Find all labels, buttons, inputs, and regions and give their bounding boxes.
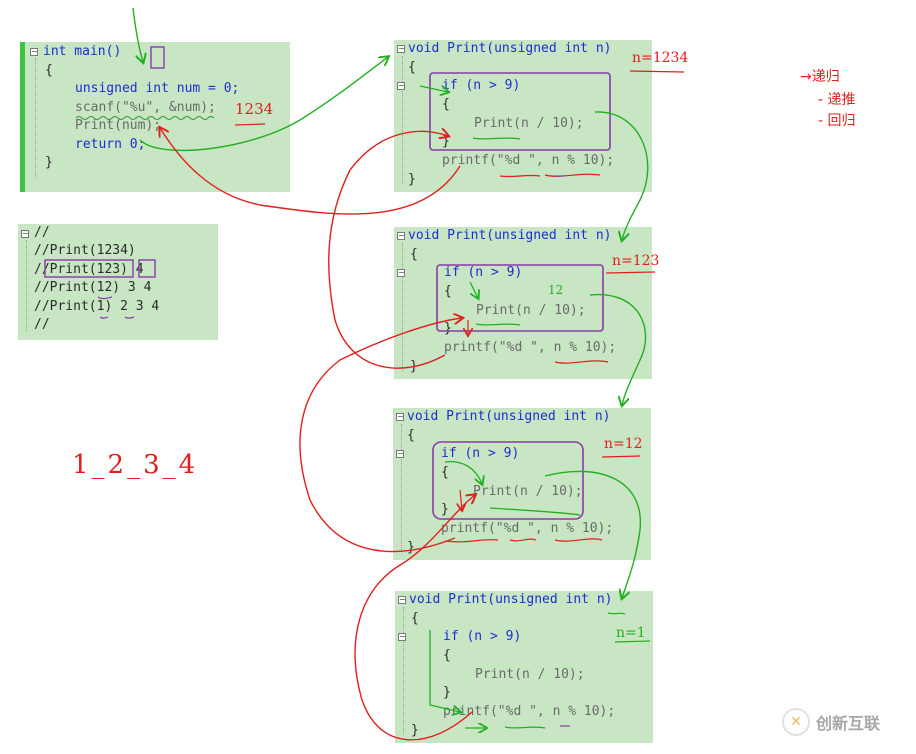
fold-toggle-icon[interactable]: −	[398, 632, 406, 641]
code-line: Print(n / 10);	[474, 116, 584, 131]
call-arrow	[489, 507, 581, 516]
call-arrow	[469, 281, 478, 298]
indent-guide	[402, 243, 403, 371]
code-line: }	[45, 155, 53, 170]
indent-guide	[401, 424, 402, 552]
code-line: }	[442, 134, 450, 149]
return-arrow	[160, 128, 461, 215]
code-line: {	[411, 611, 419, 626]
comment-line: //Print(12) 3 4	[34, 280, 152, 295]
code-line: }	[443, 685, 451, 700]
frame-header: void Print(unsigned int n)	[409, 592, 613, 607]
main-code-panel: − int main() { unsigned int num = 0; sca…	[20, 42, 290, 192]
call-trace-comment-panel: − // //Print(1234) //Print(123) 4 //Prin…	[18, 224, 218, 340]
code-line: if (n > 9)	[444, 265, 523, 280]
fold-toggle-icon[interactable]: −	[21, 229, 29, 238]
code-line: printf("%d ", n % 10);	[444, 340, 617, 355]
highlight-box	[138, 259, 156, 278]
code-line: }	[411, 723, 419, 738]
return-arrow	[328, 131, 448, 369]
fold-toggle-icon[interactable]: −	[30, 47, 38, 56]
fold-toggle-icon[interactable]: −	[398, 595, 406, 604]
comment-line: //Print(1) 2 3 4	[34, 299, 160, 314]
indent-guide	[403, 607, 404, 735]
watermark-text: 创新互联	[816, 714, 881, 733]
code-line: Print(n / 10);	[476, 303, 586, 318]
code-line: }	[444, 321, 452, 336]
call-arrow	[419, 86, 448, 92]
legend-return: - 回归	[818, 113, 856, 129]
comment-line: //	[34, 317, 50, 332]
frame-header: void Print(unsigned int n)	[408, 41, 612, 56]
output-digits-note: 1_2_3_4	[72, 450, 199, 480]
input-value-note: 1234	[235, 100, 274, 118]
frame-header: void Print(unsigned int n)	[408, 228, 612, 243]
frame-header: void Print(unsigned int n)	[407, 409, 611, 424]
code-line: }	[407, 540, 415, 555]
code-line: }	[441, 502, 449, 517]
frame-2-n-note: n=123	[612, 253, 660, 269]
call-arrow	[589, 293, 647, 405]
code-line: {	[45, 63, 53, 78]
call-arrow	[594, 111, 649, 240]
fold-toggle-icon[interactable]: −	[396, 449, 404, 458]
legend-recursion: →递归	[800, 69, 840, 85]
print-frame-1: − − void Print(unsigned int n) { if (n >…	[394, 40, 652, 192]
if-block-box	[429, 72, 611, 151]
code-line: Print(n / 10);	[475, 667, 585, 682]
code-line: {	[443, 648, 451, 663]
frame-1-n-note: n=1234	[632, 50, 689, 66]
fold-toggle-icon[interactable]: −	[396, 412, 404, 421]
code-line: {	[410, 247, 418, 262]
code-line: Print(num);	[75, 118, 162, 133]
code-line: {	[442, 97, 450, 112]
code-line: if (n > 9)	[443, 629, 522, 644]
if-block-box	[436, 264, 604, 332]
code-line: scanf("%u", &num);	[75, 100, 216, 115]
print-frame-4: − − void Print(unsigned int n) { if (n >…	[395, 591, 653, 743]
code-line: }	[408, 172, 416, 187]
fold-toggle-icon[interactable]: −	[397, 81, 405, 90]
indent-guide	[402, 56, 403, 184]
code-line: unsigned int num = 0;	[75, 81, 240, 96]
code-line: Print(n / 10);	[473, 484, 583, 499]
fold-toggle-icon[interactable]: −	[397, 231, 405, 240]
watermark-logo-icon: ✕	[782, 708, 810, 736]
return-arrow	[354, 495, 475, 741]
return-arrow	[460, 489, 462, 510]
call-arrow	[132, 7, 143, 62]
call-arrow	[429, 630, 460, 712]
frame-3-n-note: n=12	[604, 436, 643, 452]
quotient-note: 12	[548, 283, 564, 297]
call-arrow	[544, 470, 641, 598]
highlight-box	[150, 46, 165, 69]
code-line: if (n > 9)	[442, 78, 521, 93]
code-line: {	[444, 284, 452, 299]
code-line: int main()	[43, 44, 122, 59]
if-block-box	[432, 441, 584, 520]
code-line: printf("%d ", n % 10);	[441, 521, 614, 536]
fold-toggle-icon[interactable]: −	[397, 268, 405, 277]
code-line: printf("%d ", n % 10);	[442, 153, 615, 168]
comment-line: //	[34, 225, 50, 240]
code-line: if (n > 9)	[441, 446, 520, 461]
indent-guide	[35, 58, 36, 178]
call-arrow	[139, 57, 388, 152]
code-line: {	[441, 465, 449, 480]
return-arrow	[299, 318, 462, 553]
indent-guide	[26, 240, 27, 332]
watermark: ✕ 创新互联	[782, 708, 880, 736]
frame-4-n-note: n=1	[616, 625, 646, 641]
code-line: {	[408, 60, 416, 75]
highlight-box	[44, 259, 134, 278]
code-line: {	[407, 428, 415, 443]
call-arrow	[444, 460, 482, 484]
legend-push: - 递推	[818, 92, 856, 108]
comment-line: //Print(1234)	[34, 243, 136, 258]
fold-toggle-icon[interactable]: −	[397, 44, 405, 53]
